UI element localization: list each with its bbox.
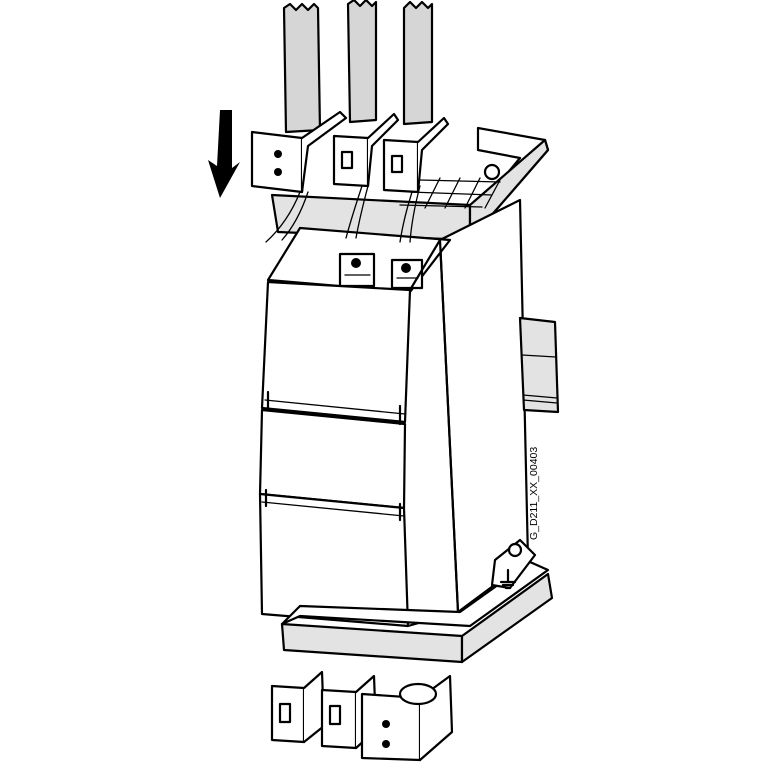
ground-icon xyxy=(499,568,517,590)
bottom-shield-plate xyxy=(280,538,554,664)
top-terminals xyxy=(250,110,450,194)
din-rail xyxy=(518,316,560,414)
bottom-terminals xyxy=(270,670,454,762)
power-module xyxy=(258,198,530,628)
down-arrow-icon xyxy=(208,110,240,198)
cables xyxy=(265,0,434,243)
document-id-label: G_D211_XX_00403 xyxy=(528,446,540,540)
